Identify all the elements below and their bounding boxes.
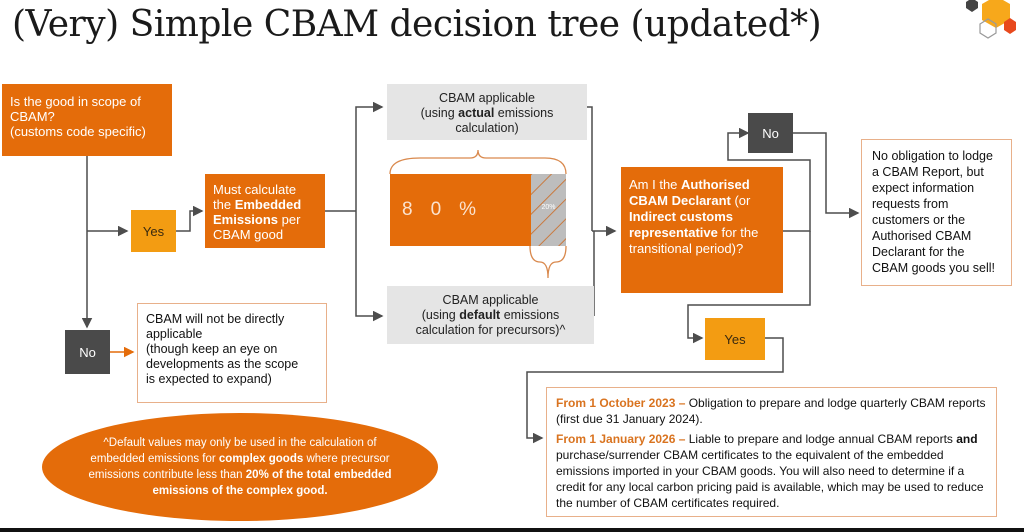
no-obligation-line1: No obligation to lodge	[872, 149, 993, 163]
scope-no-label: No	[79, 344, 96, 360]
emissions-bold: Emissions	[213, 212, 279, 227]
no-obligation-line2: a CBAM Report, but	[872, 165, 984, 179]
no-obligation-line4: requests from	[872, 197, 949, 211]
declarant-t1: Am I the	[629, 177, 682, 192]
line-declarant-to-yes	[687, 231, 811, 344]
declarant-t3: CBAM Declarant	[629, 193, 731, 208]
scope-yes-label: Yes	[142, 223, 165, 239]
declarant-t4: (or	[730, 193, 751, 208]
obligation-2026-date: From 1 January 2026 –	[556, 432, 686, 446]
declarant-t5: Indirect customs	[629, 209, 734, 224]
not-applicable-line4: developments as the scope	[146, 357, 299, 371]
obligation-2026-text2: purchase/surrender CBAM certificates to …	[556, 448, 984, 510]
page-title: (Very) Simple CBAM decision tree (update…	[12, 4, 822, 45]
default-values-footnote: ^Default values may only be used in the …	[42, 413, 438, 521]
obligation-2026-text1: Liable to prepare and lodge annual CBAM …	[685, 432, 957, 446]
line-split-to-actual	[355, 101, 384, 211]
default-line3: calculation for precursors)^	[415, 323, 566, 337]
declarant-no-label: No	[762, 125, 779, 141]
declarant-t7: for the	[717, 225, 759, 240]
not-applicable-line3: (though keep an eye on	[146, 342, 278, 356]
must-calculate-box: Must calculate the Embedded Emissions pe…	[205, 174, 325, 248]
declarant-yes-label: Yes	[724, 331, 746, 347]
scope-question-line3: (customs code specific)	[10, 124, 146, 139]
brace-default	[529, 245, 567, 279]
line-no-to-obligation	[793, 132, 860, 219]
not-applicable-line2: applicable	[146, 327, 203, 341]
footnote-t2: where precursor emissions contribute les…	[88, 453, 390, 481]
scope-question-box: Is the good in scope of CBAM? (customs c…	[2, 84, 172, 156]
no-obligation-line7: Declarant for the	[872, 245, 965, 259]
hexagon-cluster-logo	[966, 0, 1016, 39]
logo-hex-dark	[966, 0, 978, 12]
actual-emissions-box: CBAM applicable (using actual emissions …	[387, 84, 587, 140]
scope-yes-box: Yes	[131, 210, 176, 252]
obligation-2026-and: and	[956, 432, 978, 446]
logo-hex-red	[1004, 18, 1016, 34]
per-text: per	[278, 212, 301, 227]
scope-no-box: No	[65, 330, 110, 374]
line-yes-to-obligations	[526, 337, 784, 444]
no-obligation-box: No obligation to lodge a CBAM Report, bu…	[861, 139, 1012, 286]
no-obligation-line5: customers or the	[872, 213, 966, 227]
obligation-2023: From 1 October 2023 – Obligation to prep…	[556, 395, 987, 427]
obligation-2023-text: Obligation to prepare and lodge quarterl…	[556, 396, 986, 426]
declarant-t2: Authorised	[681, 177, 750, 192]
must-calculate-line4: CBAM good	[213, 227, 284, 242]
default-pre: (using	[421, 308, 460, 322]
default-post: emissions	[500, 308, 560, 322]
not-applicable-line5: is expected to expand)	[146, 372, 272, 386]
not-applicable-line1: CBAM will not be directly	[146, 312, 285, 326]
must-calculate-text: the	[213, 197, 235, 212]
line-declarant-to-no	[727, 127, 811, 232]
declarant-t8: transitional period)?	[629, 241, 744, 256]
logo-hex-yellow	[982, 0, 1010, 28]
must-calculate-line1: Must calculate	[213, 182, 297, 197]
default-emissions-box: CBAM applicable (using default emissions…	[387, 286, 594, 344]
no-obligation-line3: expect information	[872, 181, 975, 195]
obligations-box: From 1 October 2023 – Obligation to prep…	[546, 387, 997, 517]
obligation-2023-date: From 1 October 2023 –	[556, 396, 686, 410]
default-share-bar: 20%	[531, 174, 566, 246]
default-share-label: 20%	[541, 204, 556, 211]
actual-line1: CBAM applicable	[439, 91, 535, 105]
actual-pre: (using	[420, 106, 459, 120]
line-yes-to-calc	[176, 205, 204, 232]
scope-question-line2: CBAM?	[10, 109, 55, 124]
footnote-t1: ^Default values may only be used in the …	[90, 437, 377, 465]
default-line1: CBAM applicable	[442, 293, 539, 307]
actual-post: emissions	[494, 106, 554, 120]
actual-line3: calculation)	[455, 121, 519, 135]
obligation-2026: From 1 January 2026 – Liable to prepare …	[556, 431, 987, 511]
not-applicable-box: CBAM will not be directly applicable (th…	[137, 303, 327, 403]
line-split-to-default	[355, 211, 384, 322]
declarant-t6: representative	[629, 225, 718, 240]
footnote-b1: complex goods	[218, 453, 304, 465]
no-obligation-line8: CBAM goods you sell!	[872, 261, 995, 275]
no-obligation-line6: Authorised CBAM	[872, 229, 972, 243]
declarant-question-box: Am I the Authorised CBAM Declarant (or I…	[621, 167, 783, 293]
declarant-yes-box: Yes	[705, 318, 765, 360]
bottom-border	[0, 528, 1024, 532]
brace-actual	[389, 149, 567, 175]
scope-question-line1: Is the good in scope of	[10, 94, 141, 109]
default-bold: default	[459, 308, 501, 322]
actual-share-bar: 80%	[390, 174, 531, 246]
actual-share-label: 80%	[402, 199, 495, 220]
hatch-pattern	[531, 174, 566, 246]
logo-hex-outline	[979, 18, 997, 39]
actual-bold: actual	[458, 106, 495, 120]
line-actual-to-join	[587, 106, 593, 231]
footnote-b2: 20% of the total embedded emissions of t…	[152, 469, 392, 497]
declarant-no-box: No	[748, 113, 793, 153]
embedded-bold: Embedded	[234, 197, 302, 212]
